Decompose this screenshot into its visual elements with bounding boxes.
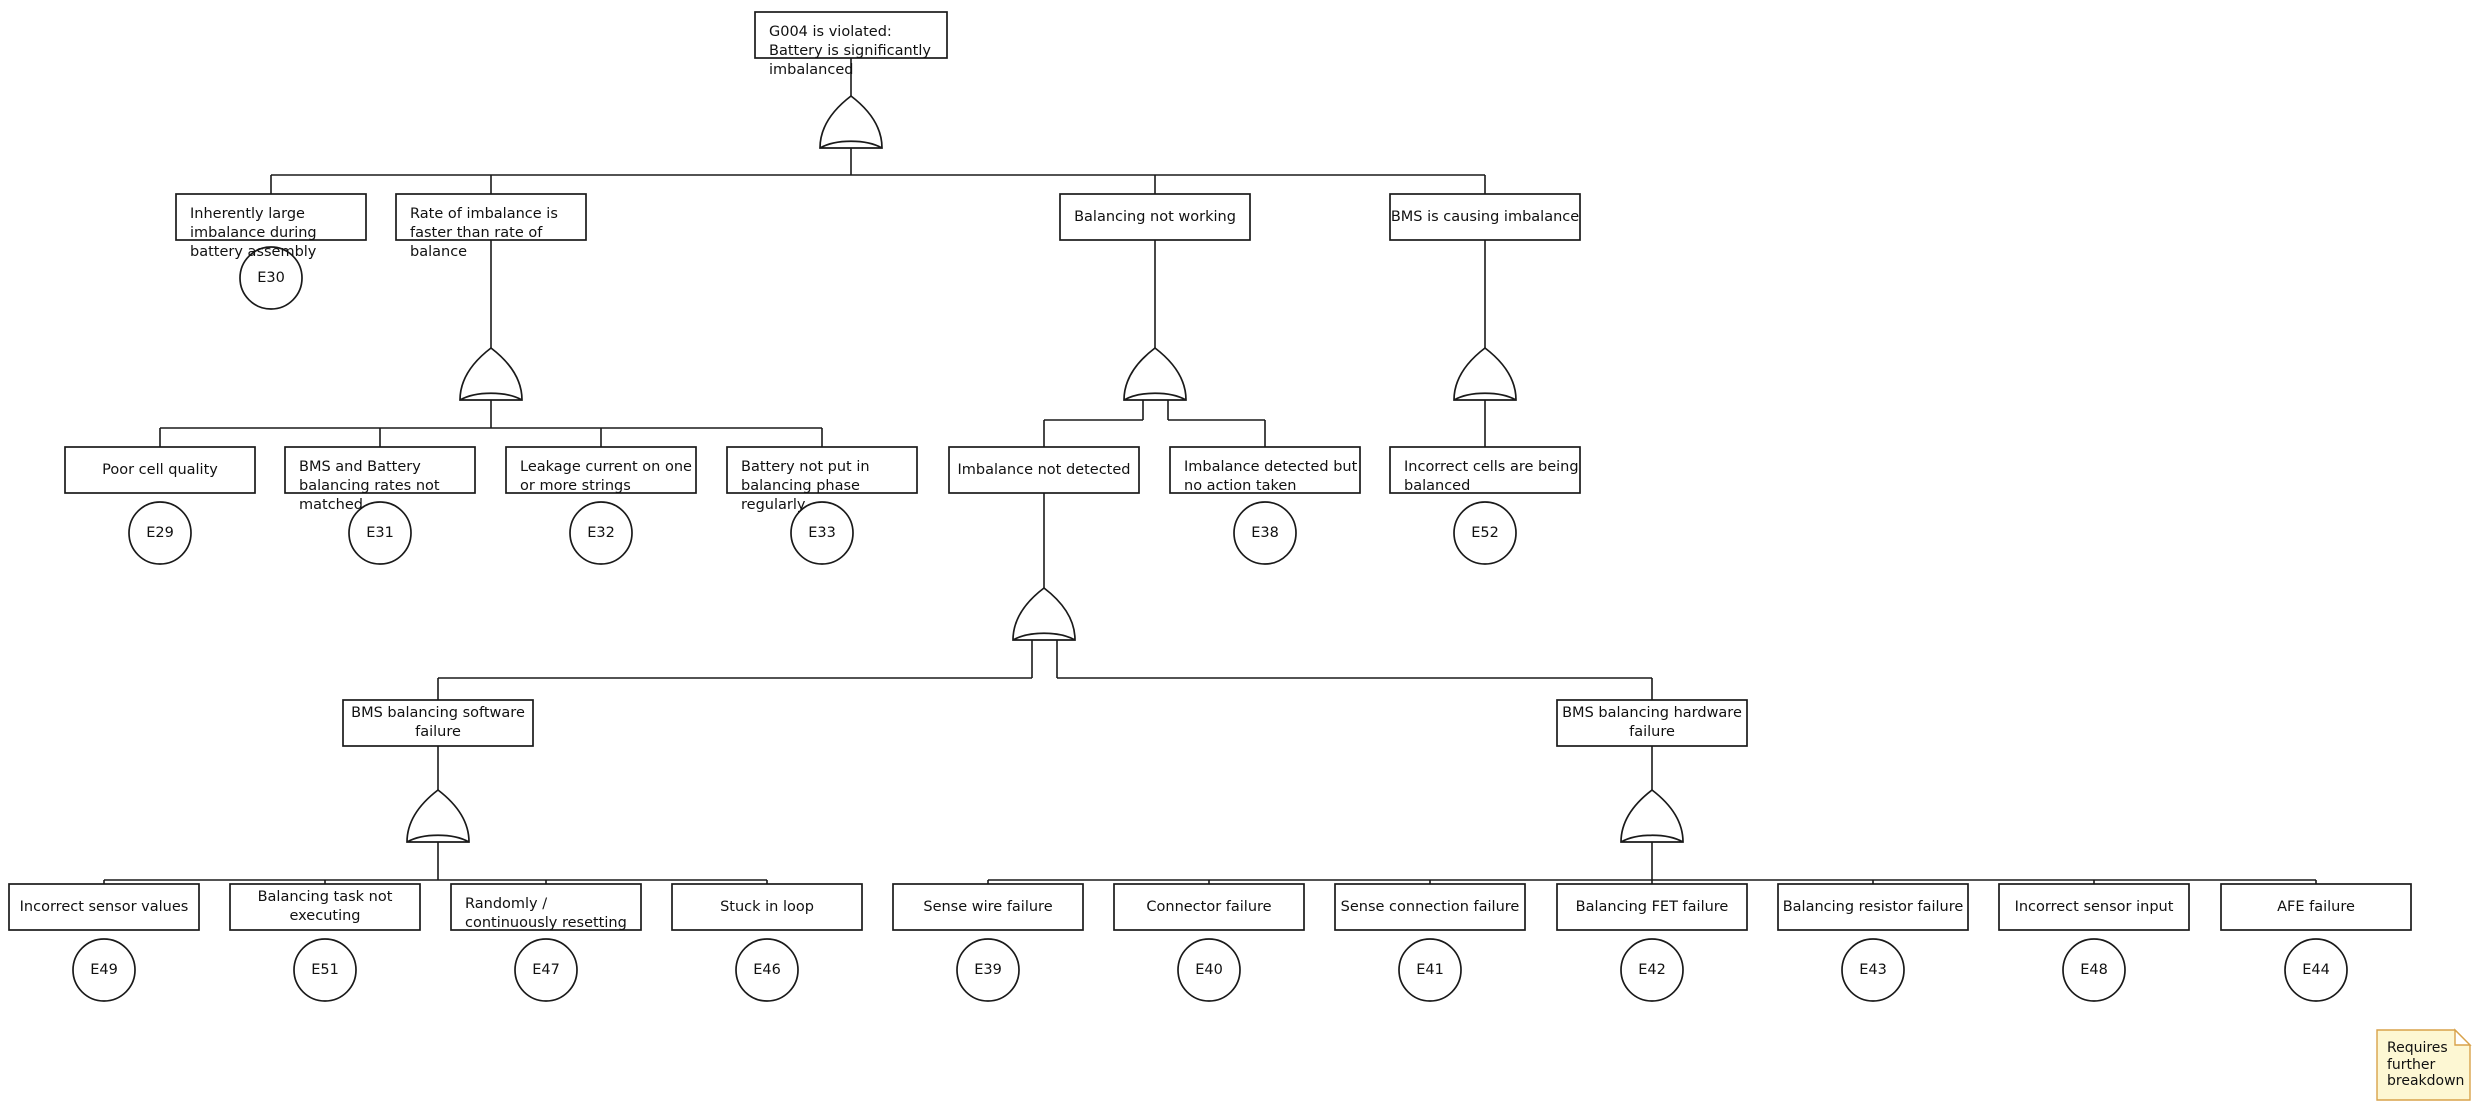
node-box-software-failure[interactable] <box>342 699 534 747</box>
event-circle-e32[interactable] <box>569 501 633 565</box>
event-circle-e47[interactable] <box>514 938 578 1002</box>
sticky-note-body[interactable] <box>2376 1029 2471 1101</box>
or-gate-balnotwork <box>1123 346 1187 401</box>
node-box-not-in-balancing-phase[interactable] <box>726 446 918 494</box>
event-circle-e46[interactable] <box>735 938 799 1002</box>
node-box-balancing-not-working[interactable] <box>1059 193 1251 241</box>
node-box-connector-failure[interactable] <box>1113 883 1305 931</box>
event-circle-e51[interactable] <box>293 938 357 1002</box>
event-circle-e40[interactable] <box>1177 938 1241 1002</box>
event-circle-e39[interactable] <box>956 938 1020 1002</box>
event-circle-e38[interactable] <box>1233 501 1297 565</box>
or-gate-swfail <box>406 788 470 843</box>
node-box-incorrect-sensor-input[interactable] <box>1998 883 2190 931</box>
node-box-rates-not-matched[interactable] <box>284 446 476 494</box>
node-box-imbalance-not-detected[interactable] <box>948 446 1140 494</box>
event-circle-e33[interactable] <box>790 501 854 565</box>
node-box-randomly-resetting[interactable] <box>450 883 642 931</box>
node-box-bms-causing-imbalance[interactable] <box>1389 193 1581 241</box>
node-box-afe-failure[interactable] <box>2220 883 2412 931</box>
event-circle-e48[interactable] <box>2062 938 2126 1002</box>
event-circle-e42[interactable] <box>1620 938 1684 1002</box>
or-gate-bmscause <box>1453 346 1517 401</box>
node-box-balancing-fet-failure[interactable] <box>1556 883 1748 931</box>
node-box-poor-cell-quality[interactable] <box>64 446 256 494</box>
event-circle-e41[interactable] <box>1398 938 1462 1002</box>
node-box-imbalance-detected-no-action[interactable] <box>1169 446 1361 494</box>
event-circle-e49[interactable] <box>72 938 136 1002</box>
node-box-leakage-current[interactable] <box>505 446 697 494</box>
sticky-note-fold <box>2454 1028 2472 1046</box>
node-box-root[interactable] <box>754 11 948 59</box>
node-box-rate-of-imbalance[interactable] <box>395 193 587 241</box>
sticky-note-text: Requires further breakdown <box>2387 1040 2465 1089</box>
node-box-stuck-in-loop[interactable] <box>671 883 863 931</box>
node-box-inherent-imbalance[interactable] <box>175 193 367 241</box>
or-gate-rate <box>459 346 523 401</box>
node-box-task-not-executing[interactable] <box>229 883 421 931</box>
node-box-hardware-failure[interactable] <box>1556 699 1748 747</box>
event-circle-e52[interactable] <box>1453 501 1517 565</box>
event-circle-e31[interactable] <box>348 501 412 565</box>
or-gate-imbnotdet <box>1012 586 1076 641</box>
node-box-balancing-resistor-failure[interactable] <box>1777 883 1969 931</box>
node-box-incorrect-sensor-values[interactable] <box>8 883 200 931</box>
node-box-sense-connection-failure[interactable] <box>1334 883 1526 931</box>
node-box-incorrect-cells-balanced[interactable] <box>1389 446 1581 494</box>
or-gate-root <box>819 94 883 149</box>
node-box-sense-wire-failure[interactable] <box>892 883 1084 931</box>
or-gate-hwfail <box>1620 788 1684 843</box>
event-circle-e30[interactable] <box>239 246 303 310</box>
event-circle-e44[interactable] <box>2284 938 2348 1002</box>
event-circle-e43[interactable] <box>1841 938 1905 1002</box>
event-circle-e29[interactable] <box>128 501 192 565</box>
